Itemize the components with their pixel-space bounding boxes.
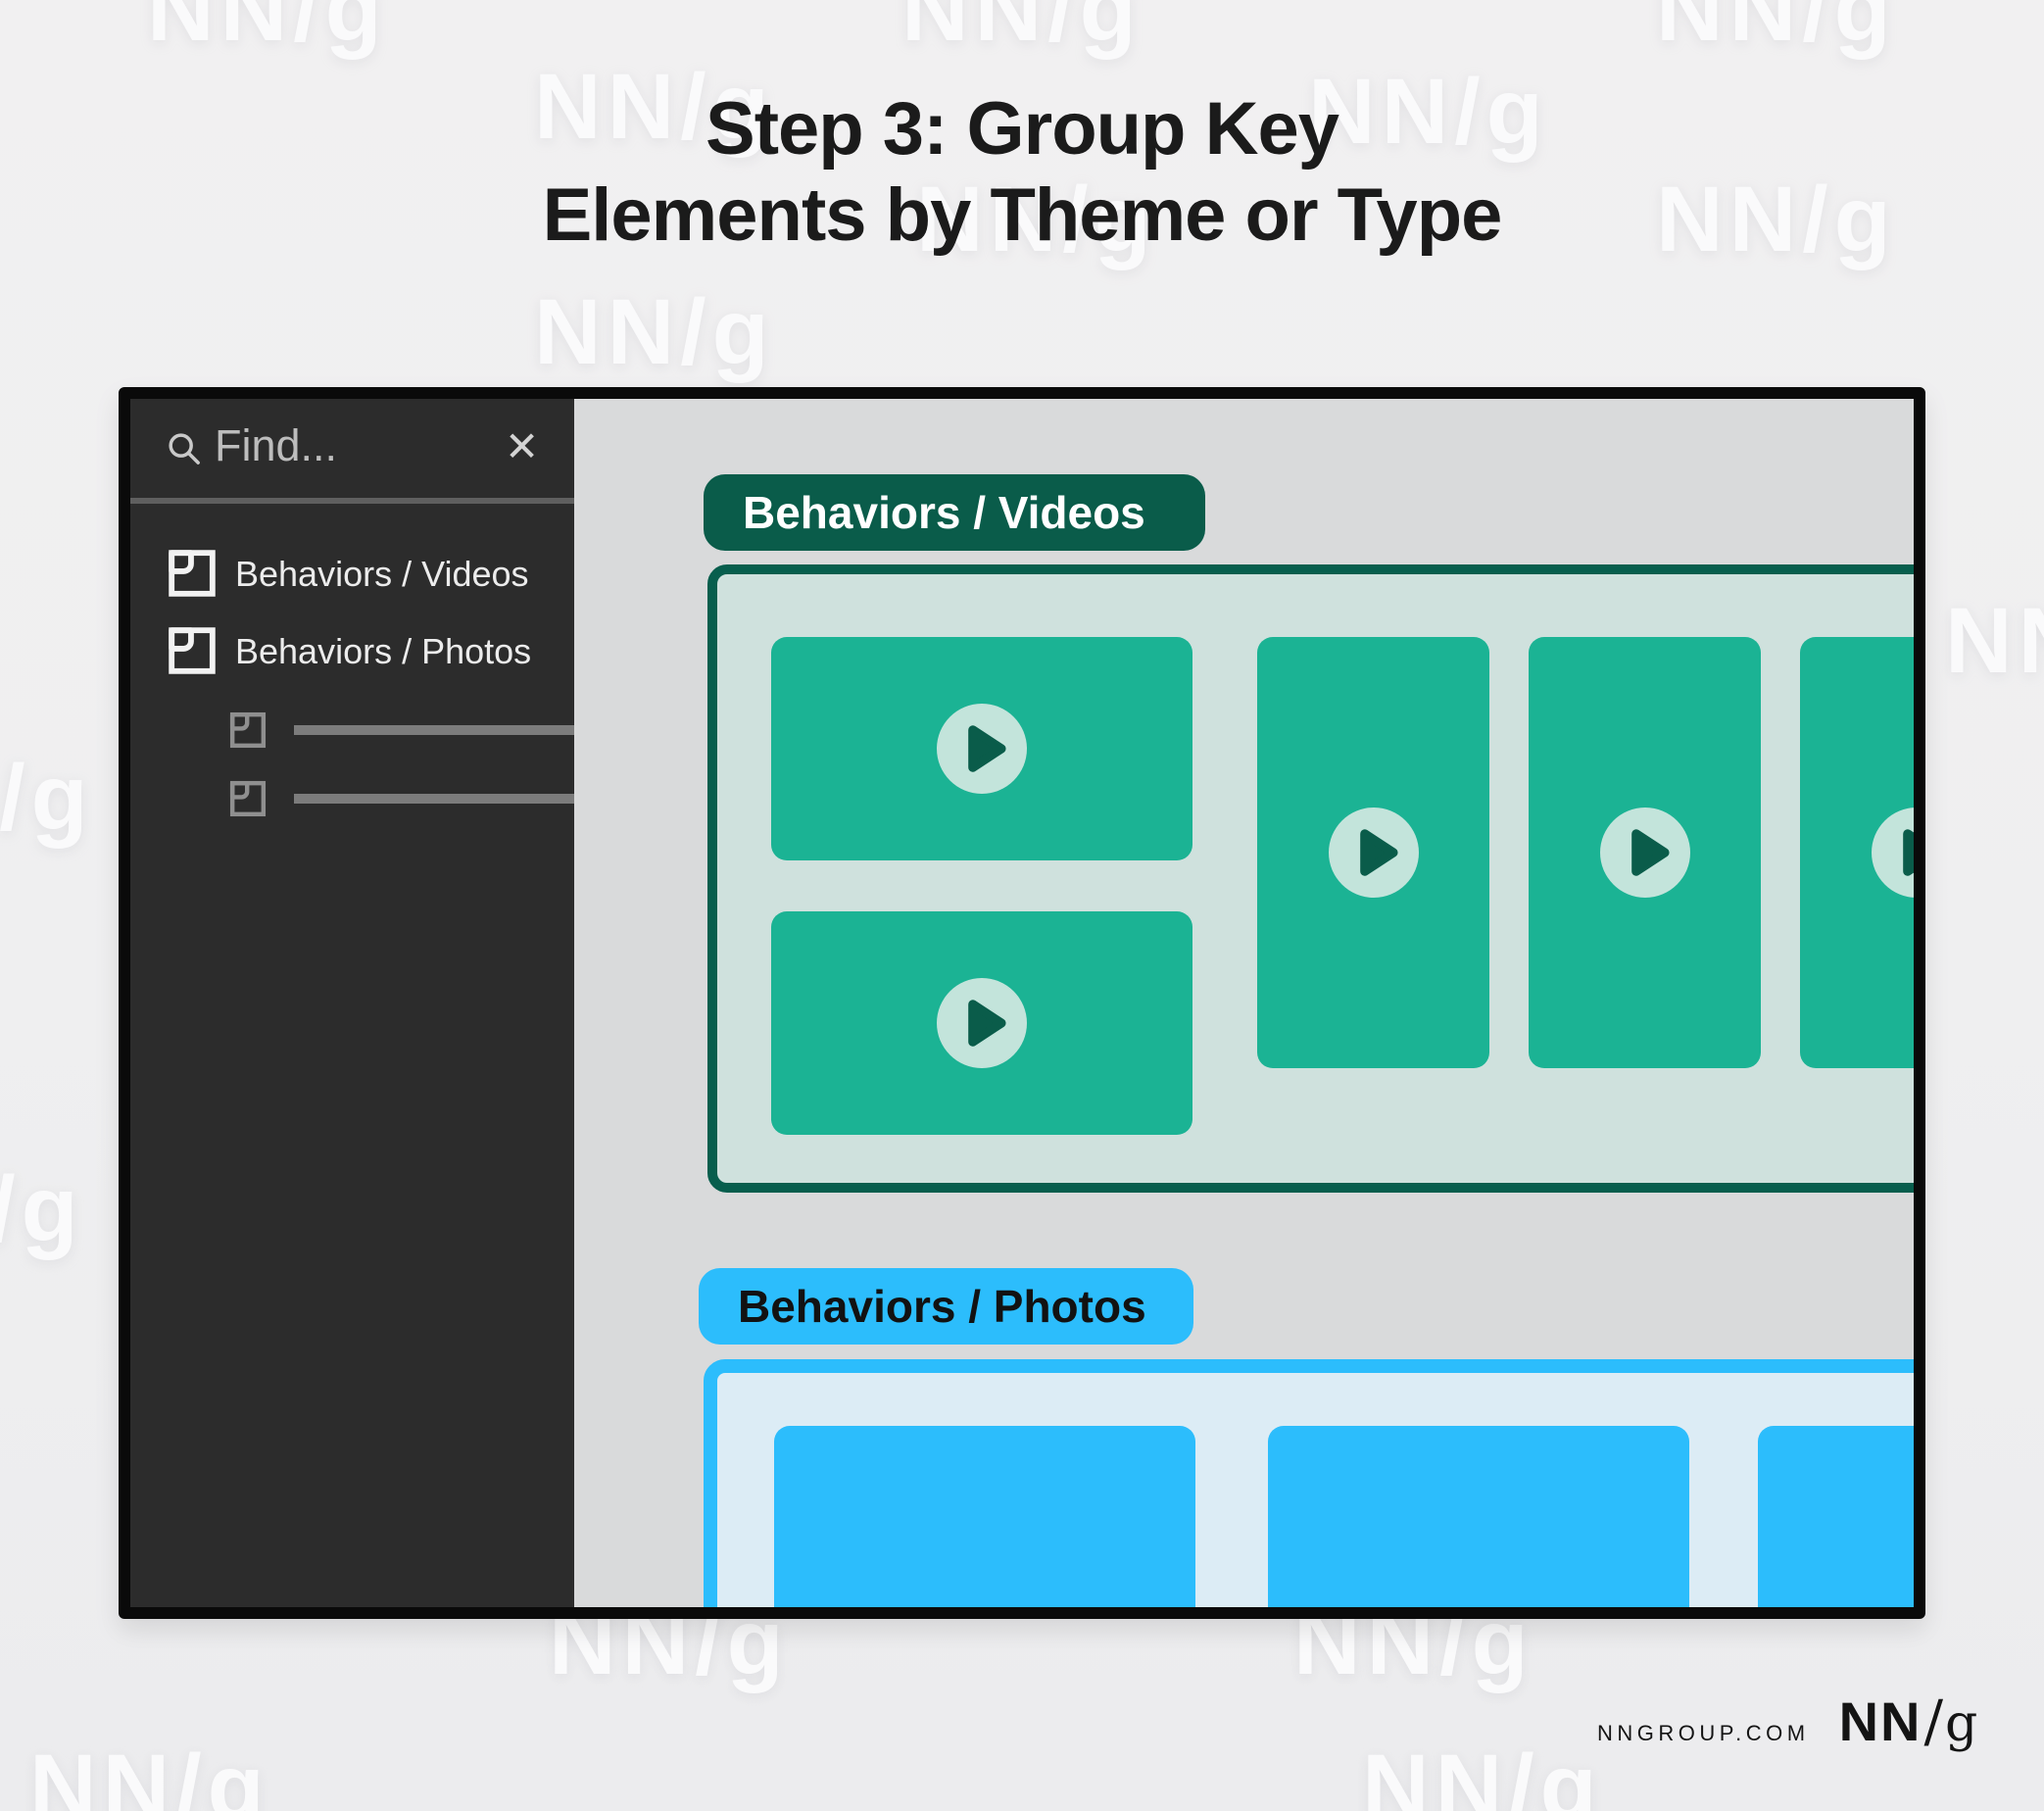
sidebar-item-label: Behaviors / Photos [235,631,532,671]
play-icon[interactable] [1871,808,1926,898]
sidebar-divider [130,498,574,504]
nng-watermark: NN/g [901,0,1143,61]
section-photos[interactable] [704,1359,1914,1607]
sidebar: Find... ✕ Behaviors / Videos Behaviors /… [130,399,574,1607]
nng-logo-slash: / [1923,1688,1943,1754]
video-card[interactable] [1529,637,1761,1068]
photo-card[interactable] [1758,1426,1914,1607]
canvas: Behaviors / Videos [574,399,1914,1607]
placeholder-text-line [294,725,574,735]
nng-watermark: NN/g [1308,60,1549,164]
sidebar-item-placeholder[interactable] [130,707,574,754]
close-icon[interactable]: ✕ [505,423,540,469]
nng-watermark: NN/g [534,280,775,384]
nng-logo-nn: NN [1838,1690,1922,1752]
video-card[interactable] [771,911,1192,1135]
section-icon [229,711,267,749]
play-icon[interactable] [1328,808,1419,898]
section-icon [229,780,267,817]
section-label-photos[interactable]: Behaviors / Photos [699,1268,1193,1345]
search-field[interactable]: Find... ✕ [130,399,574,498]
footer: NNGROUP.COM NN / g [1597,1688,1977,1754]
video-card[interactable] [1257,637,1489,1068]
app-window: Find... ✕ Behaviors / Videos Behaviors /… [119,387,1925,1619]
nng-watermark: NN/g [916,168,1157,271]
sidebar-item-behaviors-videos[interactable]: Behaviors / Videos [130,542,574,605]
nng-watermark: NN/g [1945,589,2044,693]
photo-card[interactable] [774,1426,1195,1607]
nng-watermark: NN/g [1656,168,1897,271]
sidebar-item-label: Behaviors / Videos [235,554,529,594]
video-card[interactable] [771,637,1192,860]
search-icon [169,433,200,465]
nng-watermark: NN/g [0,746,94,850]
section-icon [169,550,216,597]
play-icon[interactable] [937,704,1027,794]
section-label-videos[interactable]: Behaviors / Videos [704,474,1205,551]
page-title-line2: Elements by Theme or Type [542,173,1503,258]
play-icon[interactable] [1599,808,1690,898]
nng-logo: NN / g [1839,1688,1978,1754]
video-card[interactable] [1800,637,1926,1068]
placeholder-text-line [294,794,574,804]
section-icon [169,627,216,674]
nng-logo-g: g [1945,1694,1978,1753]
footer-site-url: NNGROUP.COM [1597,1721,1810,1745]
play-icon[interactable] [937,978,1027,1068]
nng-watermark: NN/g [1362,1736,1603,1811]
nng-watermark: NN/g [29,1736,270,1811]
search-placeholder: Find... [215,420,338,470]
nng-watermark: NN/g [147,0,388,61]
photo-card[interactable] [1268,1426,1689,1607]
nng-watermark: NN/g [0,1157,84,1261]
sidebar-item-placeholder[interactable] [130,775,574,822]
section-videos[interactable] [707,564,1926,1193]
page-title-line1: Step 3: Group Key [706,87,1339,171]
nng-watermark: NN/g [534,55,775,159]
sidebar-item-behaviors-photos[interactable]: Behaviors / Photos [130,619,574,682]
nng-watermark: NN/g [1656,0,1897,61]
page-title: Step 3: Group Key Elements by Theme or T… [0,86,2044,259]
